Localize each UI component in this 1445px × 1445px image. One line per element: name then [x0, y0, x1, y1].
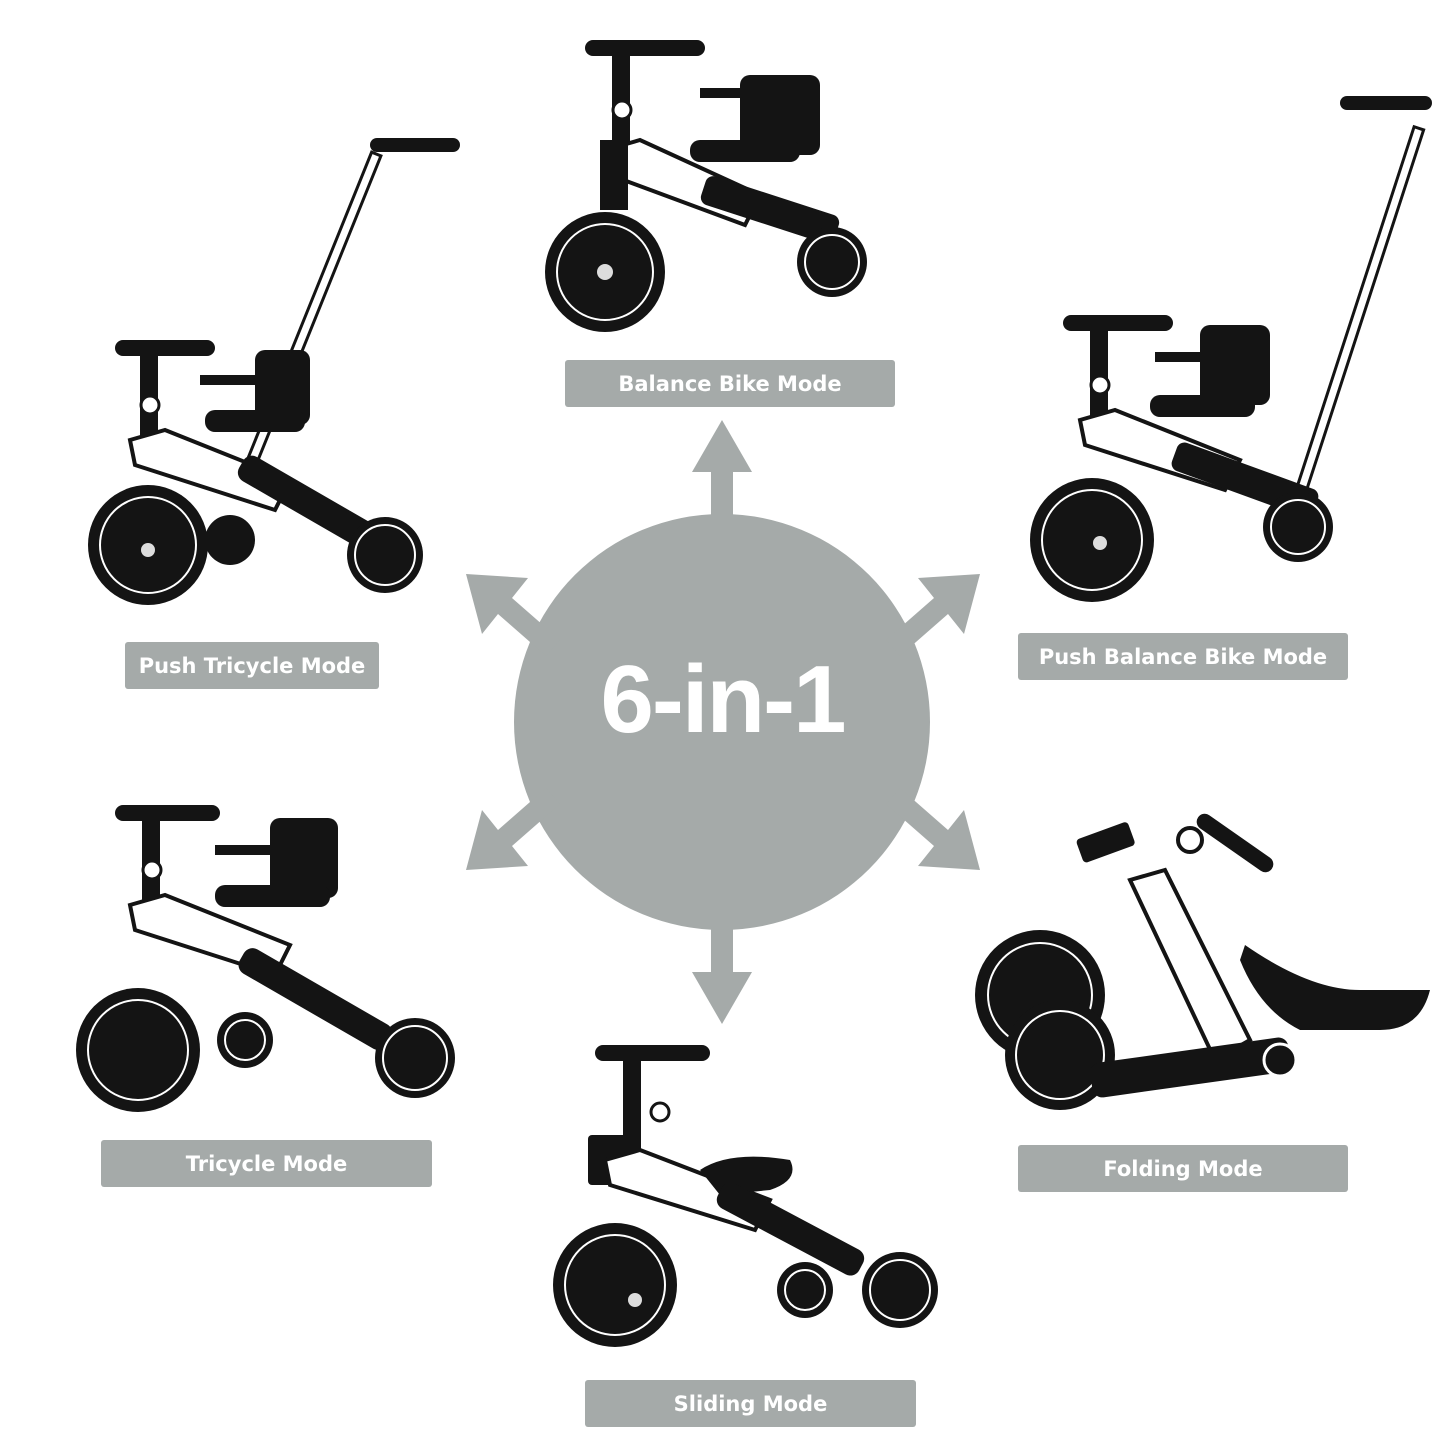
arrow-downright-icon [886, 788, 980, 870]
sliding-illustration [553, 1045, 938, 1347]
label-balance-bike-mode: Balance Bike Mode [565, 360, 895, 407]
arrow-downleft-icon [466, 788, 560, 870]
label-folding-mode: Folding Mode [1018, 1145, 1348, 1192]
center-title: 6-in-1 [600, 646, 846, 753]
label-push-tricycle-mode: Push Tricycle Mode [125, 642, 379, 689]
arrow-up-icon [692, 420, 752, 522]
folding-illustration [975, 813, 1430, 1110]
arrow-down-icon [692, 922, 752, 1024]
push-balance-bike-illustration [1030, 96, 1432, 602]
arrow-upright-icon [886, 574, 980, 656]
label-sliding-mode: Sliding Mode [585, 1380, 916, 1427]
center-circle [514, 514, 930, 930]
label-push-balance-bike-mode: Push Balance Bike Mode [1018, 633, 1348, 680]
push-tricycle-illustration [88, 138, 460, 605]
label-tricycle-mode: Tricycle Mode [101, 1140, 432, 1187]
arrow-upleft-icon [466, 574, 560, 656]
balance-bike-illustration [545, 40, 867, 332]
tricycle-illustration [76, 805, 455, 1112]
